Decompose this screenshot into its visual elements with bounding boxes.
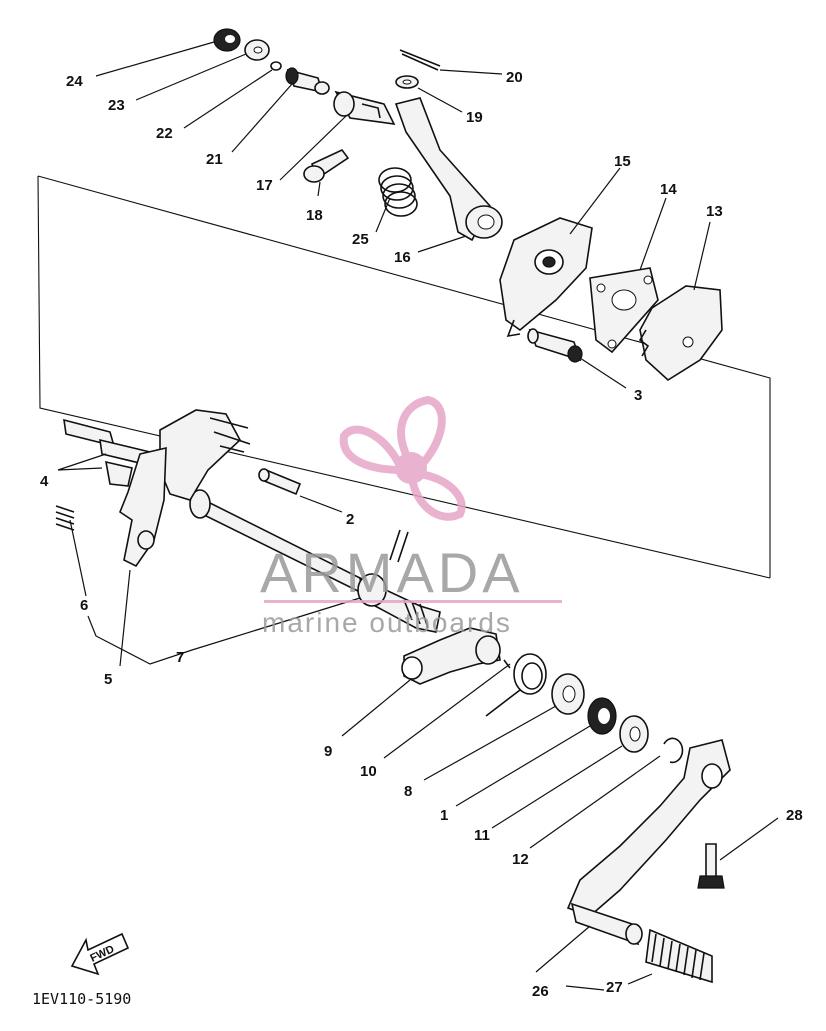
leader-lines [57, 41, 779, 991]
watermark-tagline: marine outboards [262, 607, 512, 638]
bolt-28[interactable] [697, 843, 725, 889]
assembly-frame [37, 175, 771, 579]
callout-24: 24 [66, 73, 83, 90]
fwd-label: FWD [88, 943, 116, 964]
callout-23: 23 [108, 97, 125, 114]
callout-17: 17 [256, 177, 273, 194]
callout-2: 2 [346, 511, 354, 528]
callout-20: 20 [506, 69, 523, 86]
callout-3: 3 [634, 387, 642, 404]
dowel-pin-2[interactable] [258, 468, 302, 496]
nut-24[interactable] [213, 28, 241, 52]
cotter-pin-shaft[interactable] [389, 529, 409, 563]
fwd-arrow-icon: FWD [70, 932, 130, 976]
watermark-brand: ARMADA [260, 541, 524, 604]
callout-9: 9 [324, 743, 332, 760]
reference-code: 1EV110-5190 [32, 990, 131, 1008]
callout-12: 12 [512, 851, 529, 868]
callout-13: 13 [706, 203, 723, 220]
callout-labels: 24 23 22 21 20 19 17 18 25 16 15 14 13 3… [40, 69, 803, 1000]
stopper-plate-13[interactable] [638, 285, 723, 381]
washer-11[interactable] [619, 715, 649, 753]
callout-4: 4 [40, 473, 49, 490]
cam-plate-15[interactable] [499, 217, 593, 338]
pin-18[interactable] [303, 149, 350, 183]
armada-watermark: ARMADA marine outboards [260, 395, 562, 638]
shift-shaft-7[interactable] [189, 489, 441, 633]
callout-25: 25 [352, 231, 369, 248]
oring-22[interactable] [270, 61, 282, 71]
callout-19: 19 [466, 109, 483, 126]
callout-14: 14 [660, 181, 677, 198]
stud-bolt-3[interactable] [527, 328, 583, 363]
pedal-rubber-27[interactable] [645, 928, 713, 984]
callout-15: 15 [614, 153, 631, 170]
callout-26: 26 [532, 983, 549, 1000]
callout-27: 27 [606, 979, 623, 996]
callout-5: 5 [104, 671, 112, 688]
callout-18: 18 [306, 207, 323, 224]
shift-arm-5[interactable] [119, 446, 167, 568]
washer-19[interactable] [395, 75, 419, 89]
return-spring-10[interactable] [485, 653, 547, 717]
watermark-divider [264, 600, 562, 603]
washer-8[interactable] [551, 673, 585, 715]
shift-pedal[interactable] [566, 739, 731, 946]
callout-11: 11 [474, 827, 490, 844]
propeller-logo-icon [339, 395, 466, 521]
callout-6: 6 [80, 597, 88, 614]
cotter-pin-20[interactable] [399, 49, 441, 71]
circlip-12[interactable] [663, 737, 684, 764]
spring-25[interactable] [378, 167, 418, 217]
callout-16: 16 [394, 249, 411, 266]
shift-fork-4[interactable] [63, 409, 251, 501]
callout-21: 21 [206, 151, 223, 168]
callout-8: 8 [404, 783, 412, 800]
callout-1: 1 [440, 807, 448, 824]
callout-10: 10 [360, 763, 377, 780]
bush-1[interactable] [587, 697, 617, 735]
callout-22: 22 [156, 125, 173, 142]
shift-arm-9[interactable] [401, 627, 501, 685]
shift-lever-16[interactable] [394, 97, 503, 242]
spring-6[interactable] [55, 505, 75, 531]
callout-28: 28 [786, 807, 803, 824]
washer-23[interactable] [244, 39, 270, 61]
joint-17[interactable] [333, 90, 396, 125]
callout-7: 7 [176, 649, 184, 666]
pin-21[interactable] [285, 67, 330, 95]
